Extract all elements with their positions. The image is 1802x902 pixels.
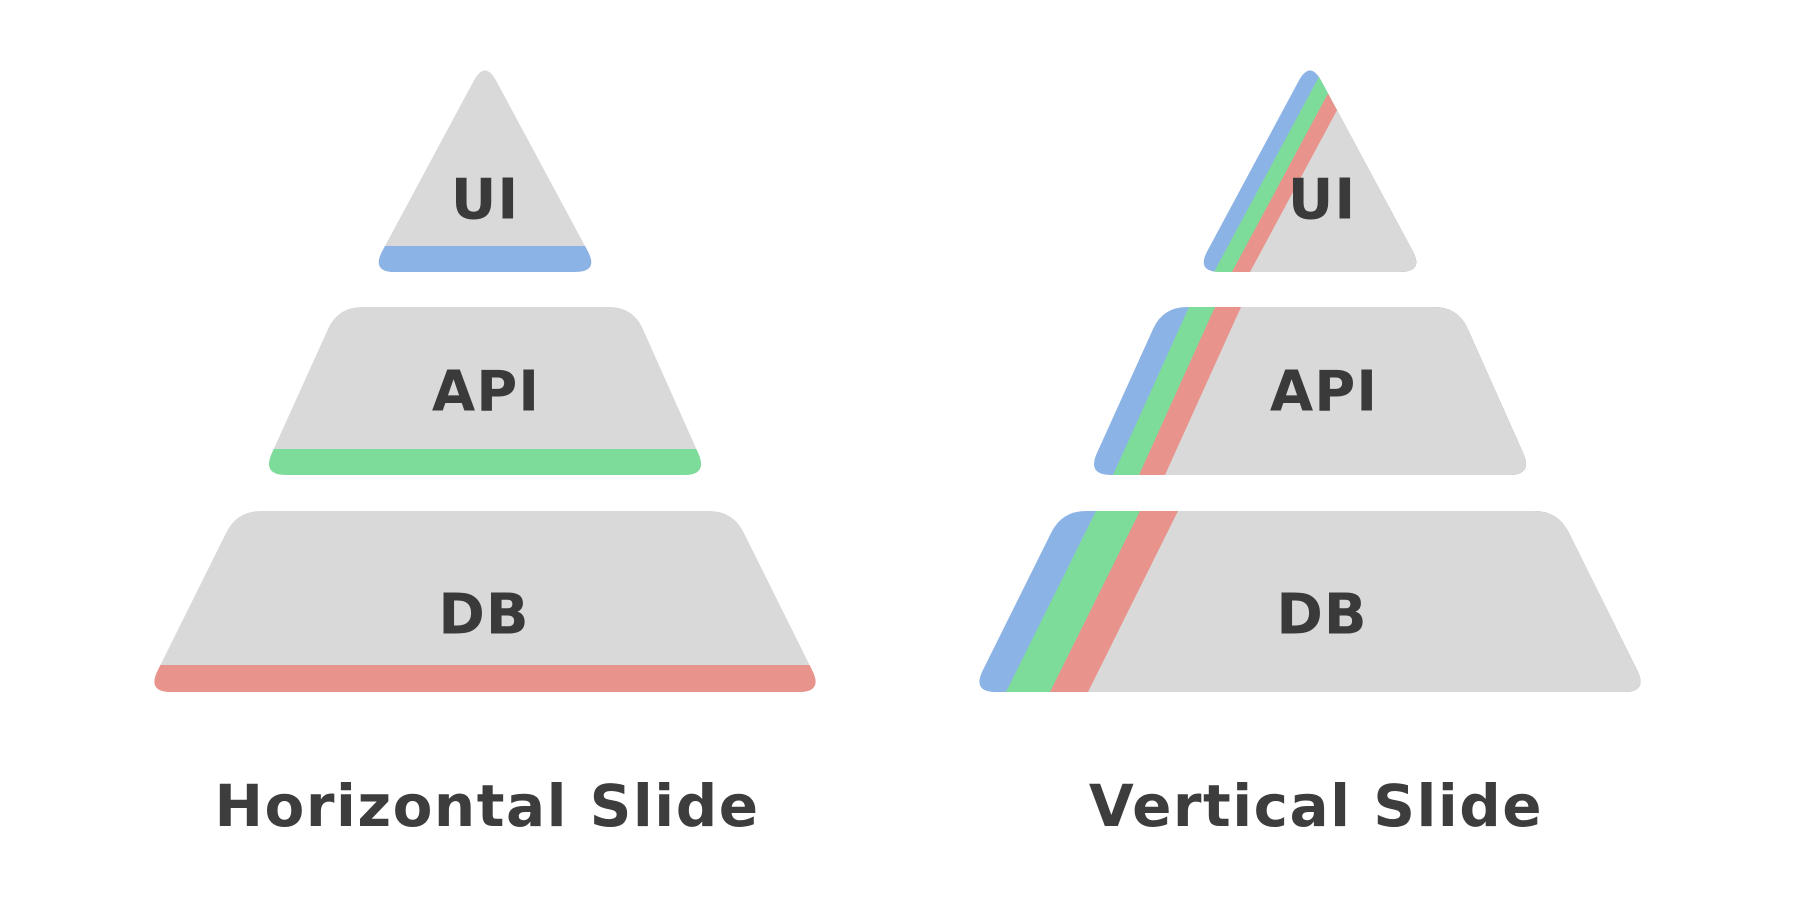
layer-db-label: DB: [438, 583, 529, 648]
layer-api-shape: [269, 307, 702, 475]
horizontal-slide-pyramid: UI API DB: [154, 70, 816, 692]
layer-ui-bottom-strip: [378, 246, 592, 272]
layer-ui-shape: [378, 70, 592, 272]
layer-db-shape: [154, 511, 816, 692]
layer-db-label: DB: [1276, 583, 1367, 648]
layer-ui-label: UI: [1288, 168, 1356, 233]
horizontal-slide-caption: Horizontal Slide: [214, 772, 759, 840]
layer-api-label: API: [432, 360, 540, 425]
layer-db-bottom-strip: [154, 665, 816, 692]
vertical-slide-pyramid: UI API DB: [979, 70, 1641, 692]
layer-api-label: API: [1270, 360, 1378, 425]
layer-api-bottom-strip: [269, 449, 702, 475]
vertical-slide-caption: Vertical Slide: [1089, 772, 1543, 840]
layer-ui-label: UI: [451, 168, 519, 233]
